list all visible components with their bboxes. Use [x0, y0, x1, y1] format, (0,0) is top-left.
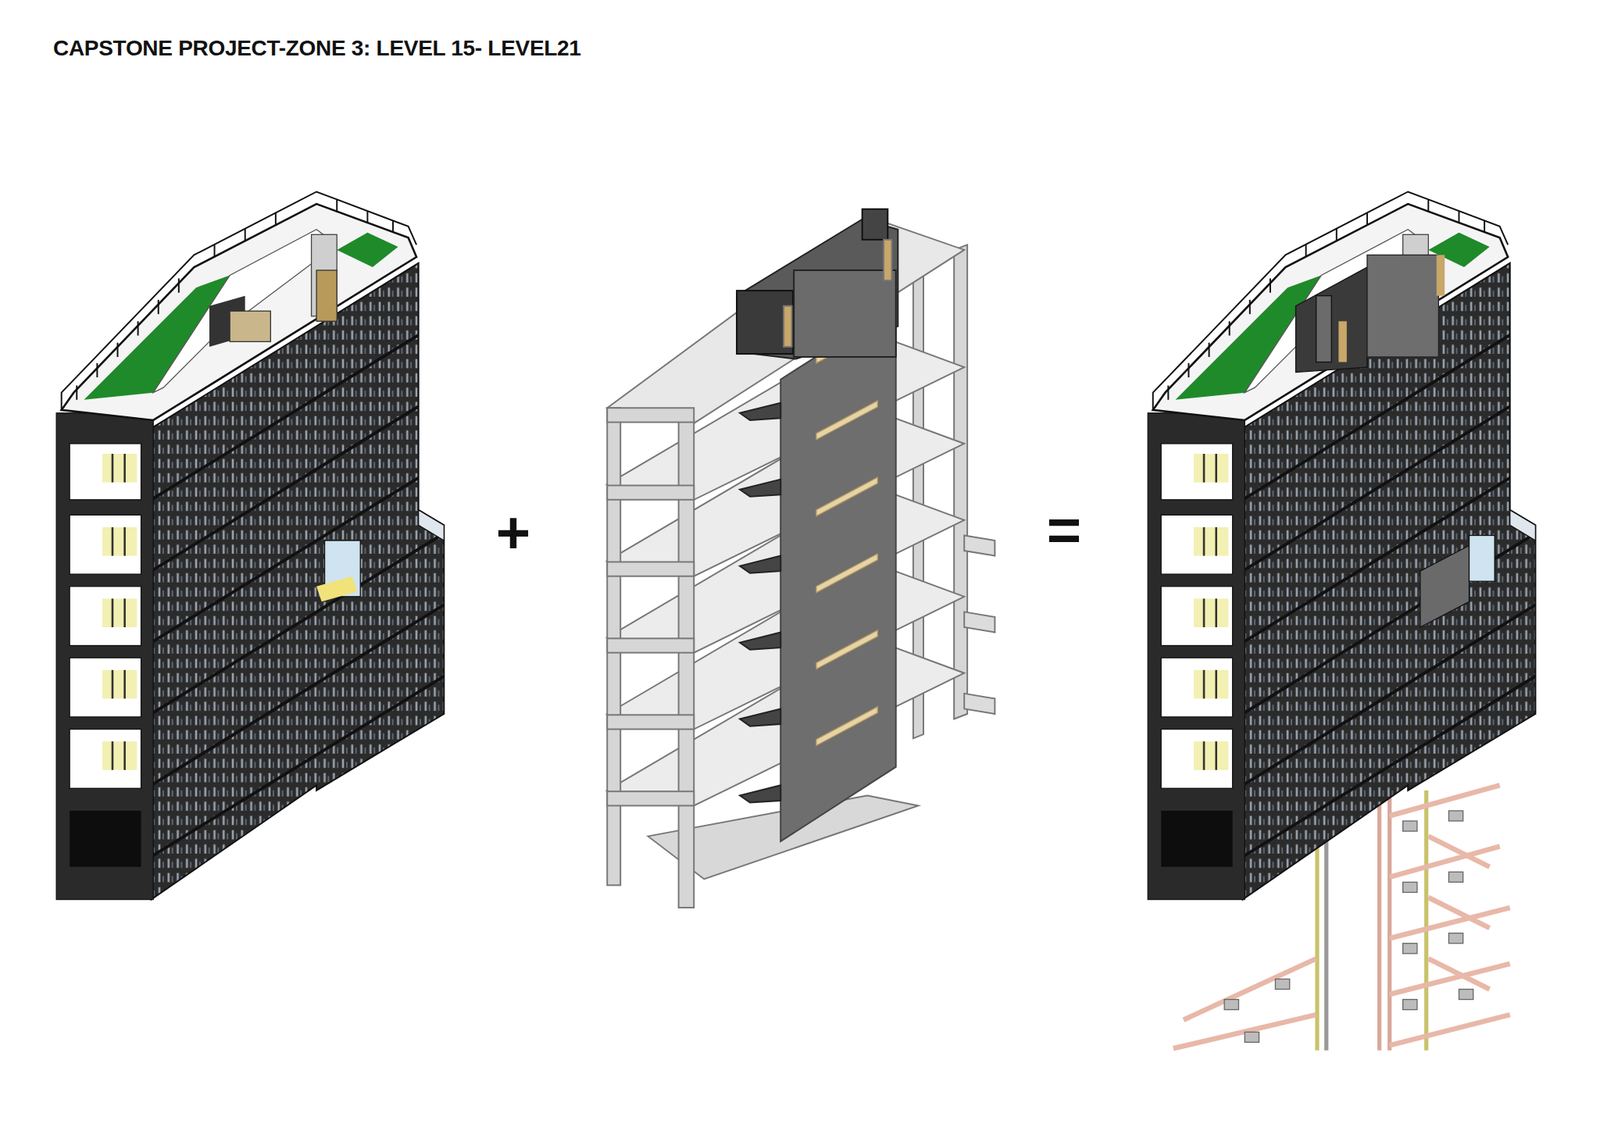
page-title: CAPSTONE PROJECT-ZONE 3: LEVEL 15- LEVEL… — [53, 35, 582, 61]
operator-symbol: + — [496, 503, 531, 563]
operator-symbol: = — [1046, 500, 1082, 561]
